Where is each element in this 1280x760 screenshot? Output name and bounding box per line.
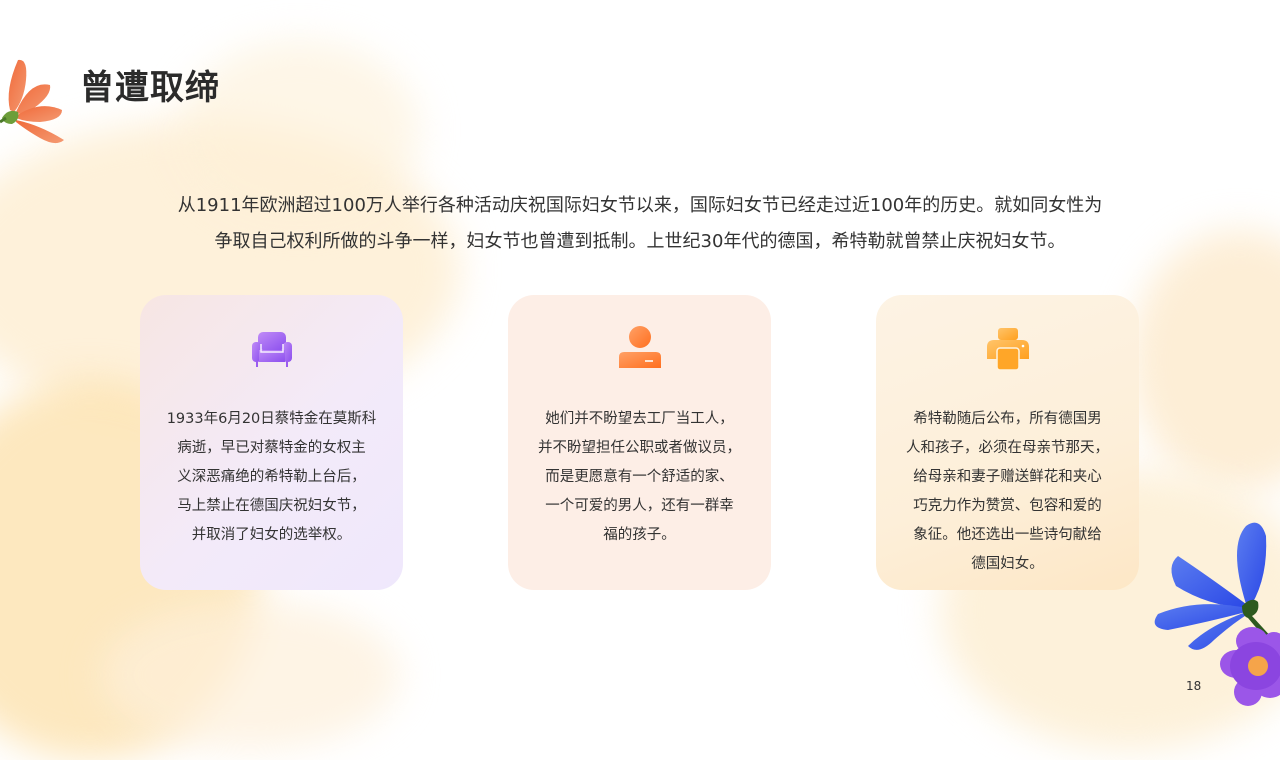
background-wash <box>1130 230 1280 490</box>
card-line: 并取消了妇女的选举权。 <box>191 527 352 543</box>
card-text: 她们并不盼望去工厂当工人， 并不盼望担任公职或者做议员， 而是更愿意有一个舒适的… <box>520 405 759 550</box>
card-text: 希特勒随后公布，所有德国男 人和孩子，必须在母亲节那天， 给母亲和妻子赠送鲜花和… <box>888 405 1127 579</box>
orange-flower-icon <box>0 59 64 144</box>
page-title: 曾遭取缔 <box>80 68 220 108</box>
intro-paragraph: 从1911年欧洲超过100万人举行各种活动庆祝国际妇女节以来，国际妇女节已经走过… <box>150 188 1130 260</box>
card-text: 1933年6月20日蔡特金在莫斯科 病逝，早已对蔡特金的女权主 义深恶痛绝的希特… <box>152 405 391 550</box>
card-line: 福的孩子。 <box>603 527 676 543</box>
info-card-2: 她们并不盼望去工厂当工人， 并不盼望担任公职或者做议员， 而是更愿意有一个舒适的… <box>508 295 771 590</box>
card-line: 德国妇女。 <box>971 556 1044 572</box>
card-line: 希特勒随后公布，所有德国男 <box>913 411 1102 427</box>
card-line: 并不盼望担任公职或者做议员， <box>538 440 741 456</box>
blue-purple-flowers-icon <box>1154 522 1280 706</box>
card-line: 而是更愿意有一个舒适的家、 <box>545 469 734 485</box>
card-line: 巧克力作为赞赏、包容和爱的 <box>913 498 1102 514</box>
card-line: 给母亲和妻子赠送鲜花和夹心 <box>913 469 1102 485</box>
intro-line: 从1911年欧洲超过100万人举行各种活动庆祝国际妇女节以来，国际妇女节已经走过… <box>177 195 1103 216</box>
card-line: 义深恶痛绝的希特勒上台后， <box>177 469 366 485</box>
sofa-icon <box>251 332 292 367</box>
page-number: 18 <box>1186 679 1202 693</box>
card-line: 马上禁止在德国庆祝妇女节， <box>177 498 366 514</box>
card-line: 象征。他还选出一些诗句献给 <box>913 527 1102 543</box>
card-line: 人和孩子，必须在母亲节那天， <box>906 440 1109 456</box>
card-line: 一个可爱的男人，还有一群幸 <box>545 498 734 514</box>
intro-line: 争取自己权利所做的斗争一样，妇女节也曾遭到抵制。上世纪30年代的德国，希特勒就曾… <box>214 231 1066 252</box>
info-card-1: 1933年6月20日蔡特金在莫斯科 病逝，早已对蔡特金的女权主 义深恶痛绝的希特… <box>140 295 403 590</box>
card-line: 她们并不盼望去工厂当工人， <box>545 411 734 427</box>
card-line: 病逝，早已对蔡特金的女权主 <box>177 440 366 456</box>
info-card-3: 希特勒随后公布，所有德国男 人和孩子，必须在母亲节那天， 给母亲和妻子赠送鲜花和… <box>876 295 1139 590</box>
background-wash <box>100 600 400 750</box>
card-line: 1933年6月20日蔡特金在莫斯科 <box>166 411 377 427</box>
user-icon <box>618 326 661 368</box>
printer-icon <box>986 328 1029 371</box>
